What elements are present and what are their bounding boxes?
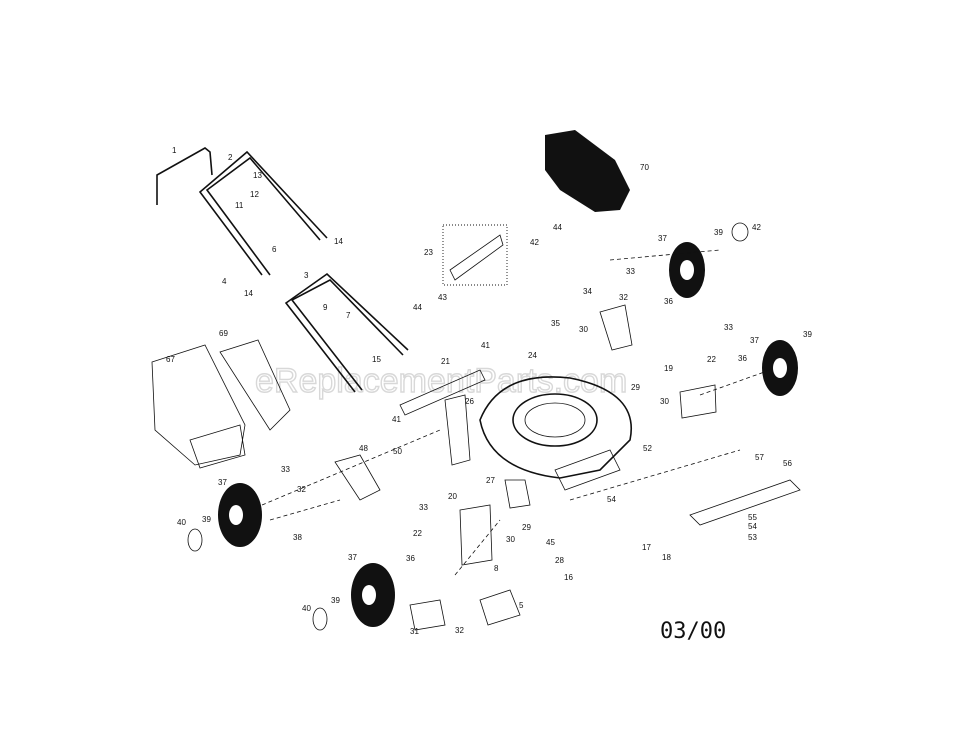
callout-32: 32 xyxy=(619,293,628,302)
callout-55: 55 xyxy=(748,513,757,522)
upper-handle xyxy=(156,147,328,276)
callout-18: 18 xyxy=(662,553,671,562)
callout-39: 39 xyxy=(714,228,723,237)
callout-14: 14 xyxy=(334,237,343,246)
date-code: 03/00 xyxy=(660,619,726,644)
callout-52: 52 xyxy=(643,444,652,453)
callout-50: 50 xyxy=(393,447,402,456)
callout-13: 13 xyxy=(253,171,262,180)
callout-24: 24 xyxy=(528,351,537,360)
callout-56: 56 xyxy=(783,459,792,468)
callout-22: 22 xyxy=(707,355,716,364)
callout-38: 38 xyxy=(293,533,302,542)
part-callouts: 1213121114641439715696723444342447037394… xyxy=(166,146,812,636)
callout-8: 8 xyxy=(494,564,499,573)
callout-37: 37 xyxy=(218,478,227,487)
callout-33: 33 xyxy=(724,323,733,332)
callout-11: 11 xyxy=(235,201,244,210)
callout-19: 19 xyxy=(664,364,673,373)
callout-39: 39 xyxy=(803,330,812,339)
callout-36: 36 xyxy=(664,297,673,306)
callout-39: 39 xyxy=(202,515,211,524)
callout-31: 31 xyxy=(410,627,419,636)
callout-37: 37 xyxy=(750,336,759,345)
callout-37: 37 xyxy=(348,553,357,562)
callout-67: 67 xyxy=(166,355,175,364)
callout-9: 9 xyxy=(323,303,328,312)
callout-40: 40 xyxy=(302,604,311,613)
callout-40: 40 xyxy=(177,518,186,527)
callout-29: 29 xyxy=(522,523,531,532)
callout-53: 53 xyxy=(748,533,757,542)
callout-28: 28 xyxy=(555,556,564,565)
callout-26: 26 xyxy=(465,397,474,406)
callout-70: 70 xyxy=(640,163,649,172)
callout-30: 30 xyxy=(506,535,515,544)
callout-30: 30 xyxy=(579,325,588,334)
callout-29: 29 xyxy=(631,383,640,392)
callout-42: 42 xyxy=(752,223,761,232)
callout-44: 44 xyxy=(413,303,422,312)
callout-33: 33 xyxy=(281,465,290,474)
mower-deck xyxy=(399,369,632,491)
callout-33: 33 xyxy=(419,503,428,512)
callout-12: 12 xyxy=(250,190,259,199)
callout-14: 14 xyxy=(244,289,253,298)
callout-17: 17 xyxy=(642,543,651,552)
callout-22: 22 xyxy=(413,529,422,538)
callout-54: 54 xyxy=(607,495,616,504)
baffle-box xyxy=(442,224,508,286)
watermark: eReplacementParts.com xyxy=(255,362,627,400)
callout-3: 3 xyxy=(304,271,309,280)
callout-34: 34 xyxy=(583,287,592,296)
callout-41: 41 xyxy=(392,415,401,424)
callout-15: 15 xyxy=(372,355,381,364)
callout-45: 45 xyxy=(546,538,555,547)
callout-44: 44 xyxy=(553,223,562,232)
blade xyxy=(689,479,801,526)
callout-36: 36 xyxy=(738,354,747,363)
callout-39: 39 xyxy=(331,596,340,605)
callout-48: 48 xyxy=(359,444,368,453)
callout-30: 30 xyxy=(660,397,669,406)
lower-handle xyxy=(284,272,409,393)
callout-16: 16 xyxy=(564,573,573,582)
callout-32: 32 xyxy=(297,485,306,494)
callout-37: 37 xyxy=(658,234,667,243)
grass-bag xyxy=(151,339,291,469)
callout-57: 57 xyxy=(755,453,764,462)
callout-27: 27 xyxy=(486,476,495,485)
callout-43: 43 xyxy=(438,293,447,302)
callout-1: 1 xyxy=(172,146,177,155)
callout-54: 54 xyxy=(748,522,757,531)
callout-32: 32 xyxy=(455,626,464,635)
callout-33: 33 xyxy=(626,267,635,276)
callout-2: 2 xyxy=(228,153,233,162)
callout-5: 5 xyxy=(519,601,524,610)
callout-23: 23 xyxy=(424,248,433,257)
callout-36: 36 xyxy=(406,554,415,563)
callout-69: 69 xyxy=(219,329,228,338)
callout-21: 21 xyxy=(441,357,450,366)
engine xyxy=(545,130,630,212)
callout-42: 42 xyxy=(530,238,539,247)
callout-6: 6 xyxy=(272,245,277,254)
callout-20: 20 xyxy=(448,492,457,501)
callout-35: 35 xyxy=(551,319,560,328)
callout-41: 41 xyxy=(481,341,490,350)
wheels xyxy=(187,222,798,631)
callout-7: 7 xyxy=(346,311,351,320)
callout-4: 4 xyxy=(222,277,227,286)
